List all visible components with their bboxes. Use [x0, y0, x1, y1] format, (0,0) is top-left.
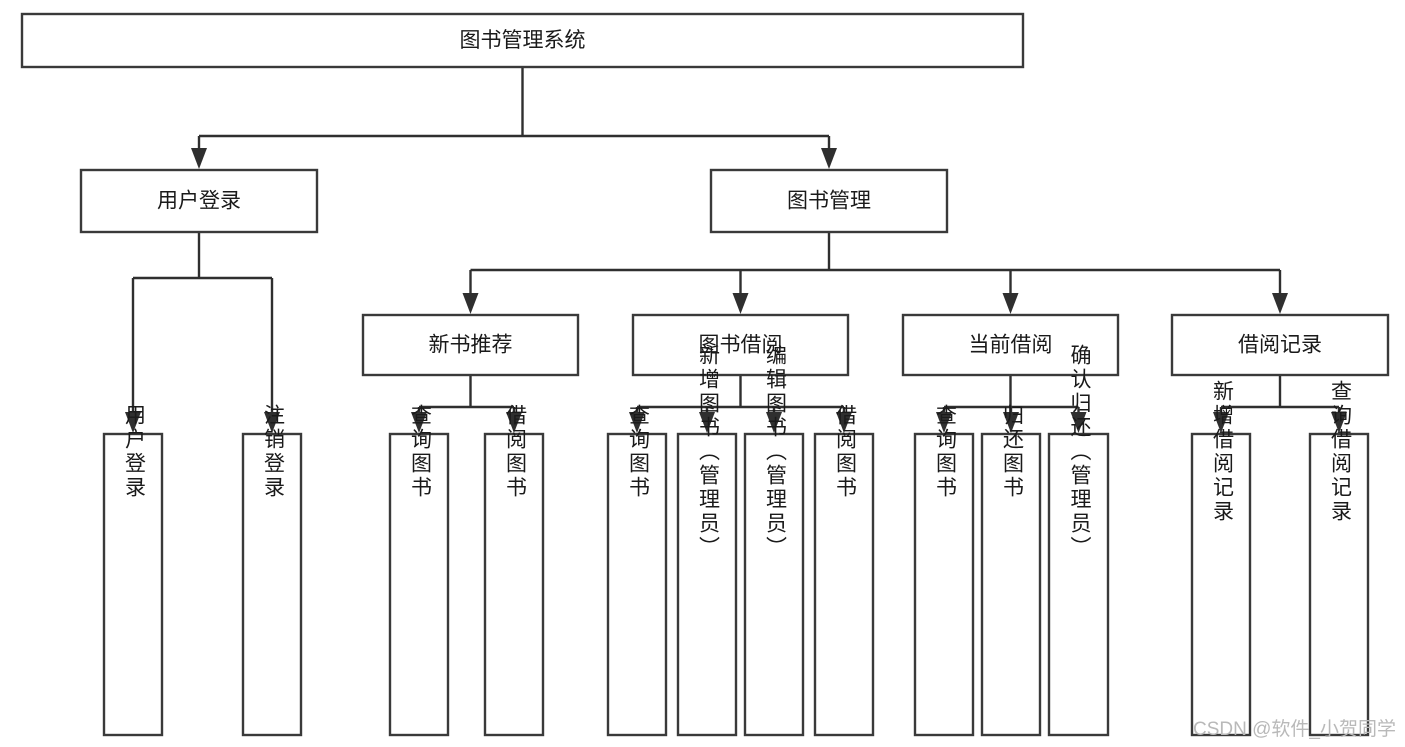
node-label: 图书借阅 — [699, 334, 783, 357]
edge-arrowhead-borrow-2 — [766, 412, 782, 433]
node-用户登录[interactable]: 用户登录 — [79, 168, 319, 234]
node-box[interactable] — [913, 432, 975, 737]
node-借阅记录[interactable]: 借阅记录 — [1170, 313, 1390, 377]
edge-arrowhead-records-0 — [1213, 412, 1229, 433]
node-归还图书[interactable]: 归还图书 — [980, 404, 1042, 737]
node-借阅图书[interactable]: 借阅图书 — [483, 404, 545, 737]
edge-arrowhead-current-2 — [1070, 412, 1087, 433]
node-当前借阅[interactable]: 当前借阅 — [901, 313, 1120, 377]
node-label: 新增借阅记录 — [1211, 380, 1235, 524]
node-用户登录[interactable]: 用户登录 — [102, 404, 164, 737]
edge-arrowhead-current-0 — [936, 412, 952, 433]
edge-arrowhead-book-mgmt-3 — [1272, 293, 1288, 314]
node-label: 图书管理 — [787, 190, 871, 213]
edge-arrowhead-root-1 — [821, 148, 837, 169]
node-box[interactable] — [361, 313, 580, 377]
node-box[interactable] — [1170, 313, 1390, 377]
node-label: 编辑图书（管理员） — [764, 344, 788, 560]
node-box[interactable] — [1047, 432, 1110, 737]
edge-arrowhead-new-book-0 — [411, 412, 427, 433]
node-注销登录[interactable]: 注销登录 — [241, 404, 303, 737]
csdn-watermark: CSDN @软件_小贺同学 — [1193, 718, 1396, 740]
node-label: 新书推荐 — [429, 334, 513, 357]
edge-arrowhead-user-login-0 — [125, 412, 141, 433]
edge-arrowhead-root-0 — [191, 148, 207, 169]
node-box[interactable] — [1190, 432, 1252, 737]
node-label: 查询图书 — [627, 404, 651, 500]
node-box[interactable] — [980, 432, 1042, 737]
node-查询图书[interactable]: 查询图书 — [913, 404, 975, 737]
edge-arrowhead-borrow-3 — [836, 412, 852, 433]
node-label: 新增图书（管理员） — [697, 344, 721, 560]
node-box[interactable] — [483, 432, 545, 737]
edges-layer — [125, 67, 1347, 433]
node-label: 查询图书 — [934, 404, 958, 500]
node-box[interactable] — [901, 313, 1120, 377]
node-借阅图书[interactable]: 借阅图书 — [813, 404, 875, 737]
edge-arrowhead-borrow-1 — [699, 412, 715, 433]
node-box[interactable] — [743, 432, 805, 737]
edge-arrowhead-records-1 — [1331, 412, 1347, 433]
node-label: 查询图书 — [409, 404, 433, 500]
node-box[interactable] — [631, 313, 850, 377]
node-查询图书[interactable]: 查询图书 — [388, 404, 450, 737]
node-box[interactable] — [606, 432, 668, 737]
node-box[interactable] — [388, 432, 450, 737]
node-label: 用户登录 — [157, 190, 241, 213]
edge-arrowhead-new-book-1 — [506, 412, 522, 433]
edge-arrowhead-book-mgmt-0 — [462, 293, 479, 314]
edge-arrowhead-borrow-0 — [629, 412, 645, 433]
node-查询图书[interactable]: 查询图书 — [606, 404, 668, 737]
node-box[interactable] — [79, 168, 319, 234]
node-编辑图书管理员[interactable]: 编辑图书（管理员） — [743, 344, 805, 737]
node-图书管理[interactable]: 图书管理 — [709, 168, 949, 234]
node-新增借阅记录[interactable]: 新增借阅记录 — [1190, 380, 1252, 737]
node-box[interactable] — [20, 12, 1025, 69]
node-查询借阅记录[interactable]: 查询借阅记录 — [1308, 380, 1370, 737]
node-label: 借阅记录 — [1238, 334, 1322, 357]
node-box[interactable] — [241, 432, 303, 737]
node-label: 注销登录 — [262, 404, 286, 500]
node-label: 查询借阅记录 — [1329, 380, 1353, 524]
node-label: 借阅图书 — [834, 404, 858, 500]
node-box[interactable] — [813, 432, 875, 737]
node-新书推荐[interactable]: 新书推荐 — [361, 313, 580, 377]
node-确认归还管理员[interactable]: 确认归还（管理员） — [1047, 344, 1110, 737]
node-label: 确认归还（管理员） — [1068, 344, 1092, 560]
edge-arrowhead-user-login-1 — [264, 412, 280, 433]
node-图书管理系统[interactable]: 图书管理系统 — [20, 12, 1025, 69]
node-新增图书管理员[interactable]: 新增图书（管理员） — [676, 344, 738, 737]
node-box[interactable] — [102, 432, 164, 737]
node-box[interactable] — [1308, 432, 1370, 737]
edge-arrowhead-book-mgmt-1 — [732, 293, 749, 314]
node-label: 用户登录 — [123, 404, 147, 500]
nodes-layer: 图书管理系统用户登录图书管理新书推荐图书借阅当前借阅借阅记录用户登录注销登录查询… — [20, 12, 1390, 737]
node-box[interactable] — [676, 432, 738, 737]
edge-arrowhead-current-1 — [1003, 412, 1019, 433]
node-图书借阅[interactable]: 图书借阅 — [631, 313, 850, 377]
node-label: 图书管理系统 — [460, 29, 586, 52]
edge-arrowhead-book-mgmt-2 — [1002, 293, 1019, 314]
node-label: 当前借阅 — [969, 334, 1053, 357]
node-box[interactable] — [709, 168, 949, 234]
node-label: 借阅图书 — [504, 404, 528, 500]
node-label: 归还图书 — [1001, 404, 1025, 500]
